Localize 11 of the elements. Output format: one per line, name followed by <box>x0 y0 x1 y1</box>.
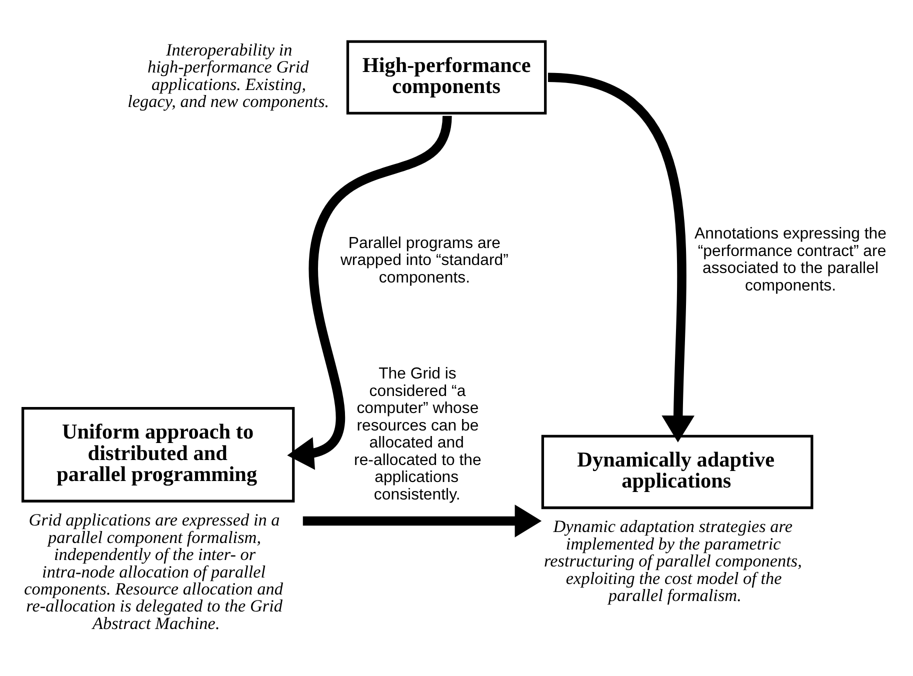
edge-label: The Grid is considered “a computer” whose resources can be allocated and re-allocated to the applications consistently. <box>354 366 482 504</box>
node-box: High-performance components <box>346 40 547 115</box>
node-label: Grid applications are expressed in a parallel component formalism, independently of the inter- or intra-node allocation of parallel components. Resource allocation and re-allocation is delegated to the Grid Abstract Machine. <box>24 510 283 633</box>
edge-label: Parallel programs are wrapped into “standard” components. <box>340 234 508 286</box>
node-box: Dynamically adaptive applications <box>541 434 814 510</box>
node-label: Dynamic adaptation strategies are implemented by the parametric restructuring of parallel components, exploiting the cost model of the parallel formalism. <box>544 517 802 606</box>
arrow <box>302 504 542 538</box>
arrow <box>548 72 694 442</box>
node-label: Interoperability in high-performance Grid applications. Existing, legacy, and new components. <box>128 40 330 112</box>
edge-label: Annotations expressing the “performance contract” are associated to the parallel components. <box>694 226 886 294</box>
node-box: Uniform approach to distributed and parallel programming <box>22 406 295 502</box>
